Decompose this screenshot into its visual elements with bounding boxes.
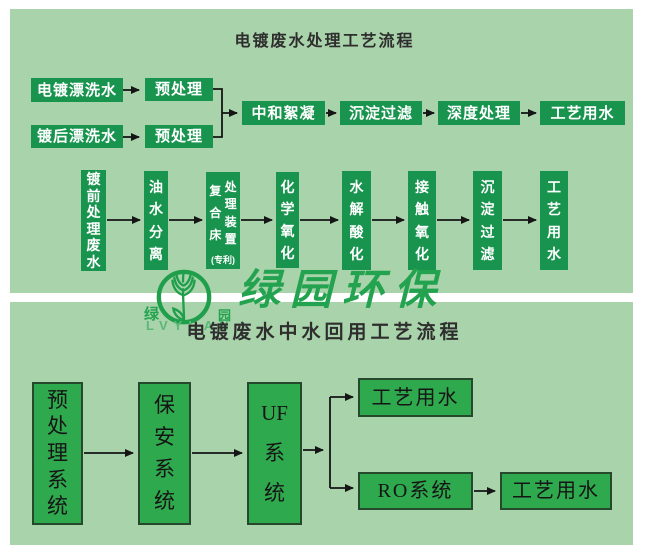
node-advanced-treatment: 深度处理 (438, 101, 520, 125)
top-section-title: 电镀废水处理工艺流程 (234, 33, 415, 50)
composite-right-column: 处理装置 (224, 179, 237, 247)
logo-char-left: 绿 (144, 306, 160, 323)
node-pretreatment-2: 预处理 (145, 125, 213, 148)
node-process-water-1: 工艺用水 (540, 101, 625, 125)
bottom-section-title: 电镀废水中水回用工艺流程 (186, 322, 463, 343)
node-ro-system: RO系统 (358, 472, 473, 510)
node-electroplating-rinse-water: 电镀漂洗水 (31, 78, 123, 102)
node-oil-water-separation: 油水分离 (144, 171, 168, 270)
lvyuan-wheat-logo-icon (156, 269, 212, 325)
node-process-water-ro-branch: 工艺用水 (500, 472, 612, 510)
node-pretreatment-1: 预处理 (145, 78, 213, 101)
node-process-water-uf-branch: 工艺用水 (358, 378, 473, 417)
node-pre-plating-wastewater: 镀前处理废水 (81, 170, 106, 271)
composite-left-column: 复合床 (209, 184, 222, 242)
top-panel (10, 9, 633, 293)
node-pretreatment-system: 预处理系统 (32, 382, 83, 525)
node-composite-bed-treatment-device: 复合床 处理装置 (专利) (206, 172, 240, 269)
brand-calligraphy: 绿园环保 (238, 265, 447, 314)
patent-label: (专利) (211, 255, 235, 265)
node-process-water-2: 工艺用水 (540, 171, 568, 270)
node-contact-oxidation: 接触氧化 (408, 171, 436, 270)
node-sedimentation-filtration-2: 沉淀过滤 (473, 171, 502, 270)
composite-columns: 复合床 处理装置 (206, 175, 240, 251)
node-security-filter-system: 保安系统 (138, 382, 191, 525)
logo-latin-text: LVYUAN (146, 318, 235, 333)
node-neutralization-flocculation: 中和絮凝 (242, 101, 325, 125)
node-post-plating-rinse-water: 镀后漂洗水 (31, 125, 123, 148)
node-hydrolysis-acidification: 水解酸化 (342, 171, 371, 270)
node-sedimentation-filtration-1: 沉淀过滤 (340, 101, 422, 125)
node-chemical-oxidation: 化学氧化 (276, 172, 299, 268)
logo-char-right: 园 (218, 308, 232, 323)
